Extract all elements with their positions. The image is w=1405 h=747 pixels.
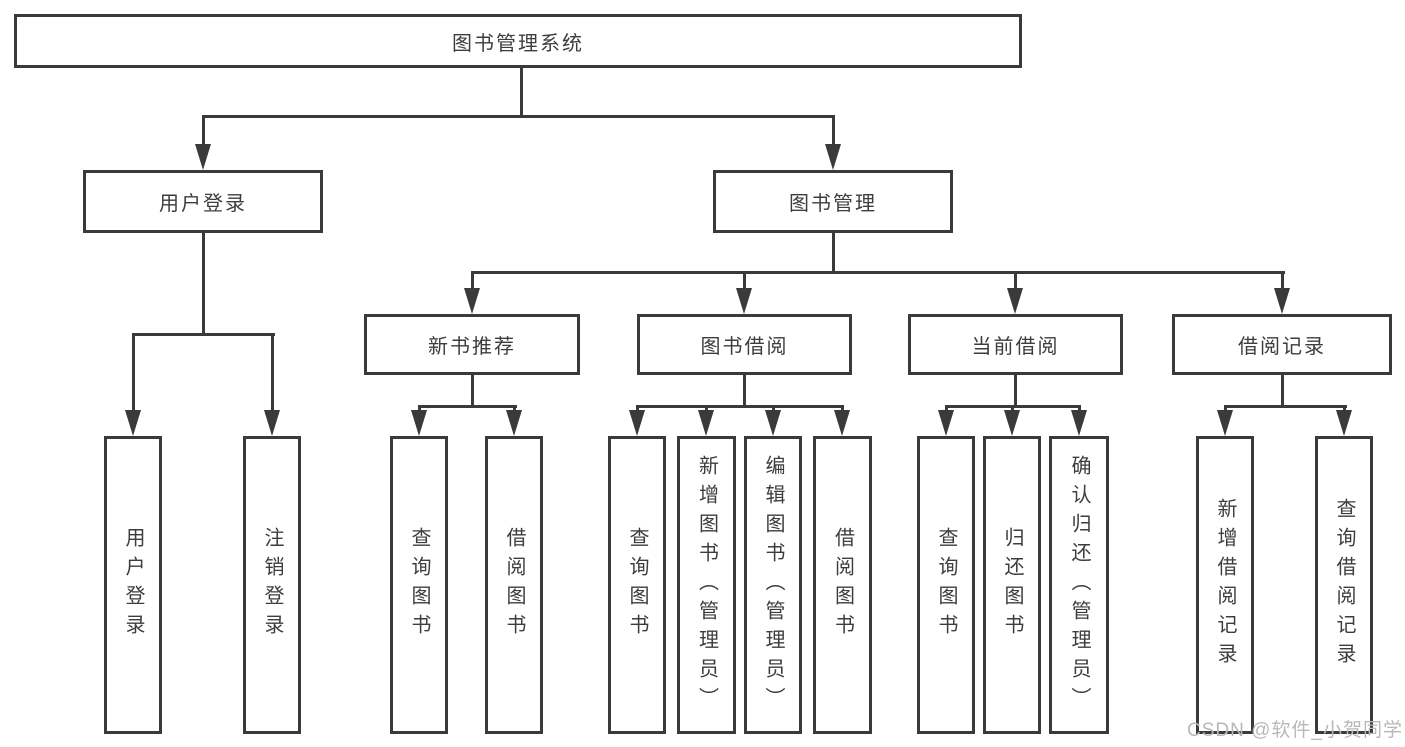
connector-bookmgmt-hline (471, 271, 1285, 274)
arrow-down-icon (264, 410, 280, 436)
leaf-user-login: 用户登录 (104, 436, 162, 734)
connector-stem (1014, 271, 1017, 293)
connector-stem (743, 271, 746, 293)
leaf-query-books-3: 查询图书 (917, 436, 975, 734)
connector-userlogin-hline (132, 333, 275, 336)
leaf-label: 查询图书 (935, 527, 957, 643)
connector-stem (471, 271, 474, 293)
arrow-down-icon (1071, 410, 1087, 436)
node-label: 图书借阅 (700, 336, 789, 358)
node-label: 图书管理 (789, 193, 877, 215)
leaf-add-book-admin: 新增图书（管理员） (677, 436, 736, 734)
connector-stem (832, 115, 835, 149)
node-book-management: 图书管理 (713, 170, 953, 233)
arrow-down-icon (125, 410, 141, 436)
csdn-watermark: CSDN @软件_小贺同学 (1187, 720, 1403, 741)
leaf-label: 用户登录 (122, 527, 144, 643)
arrow-down-icon (629, 410, 645, 436)
connector-records-drop (1281, 373, 1284, 408)
node-label: 新书推荐 (428, 336, 516, 358)
connector-records-hline (1224, 405, 1347, 408)
arrow-down-icon (1336, 410, 1352, 436)
connector-bookmgmt-drop (832, 231, 835, 274)
arrow-down-icon (464, 288, 480, 314)
arrow-down-icon (1274, 288, 1290, 314)
arrow-down-icon (506, 410, 522, 436)
arrow-down-icon (825, 144, 841, 170)
leaf-edit-book-admin: 编辑图书（管理员） (744, 436, 802, 734)
connector-root-hline (202, 115, 835, 118)
node-label: 图书管理系统 (452, 32, 584, 55)
node-book-borrowing: 图书借阅 (637, 314, 852, 375)
arrow-down-icon (411, 410, 427, 436)
node-label: 当前借阅 (971, 336, 1060, 358)
node-borrowing-records: 借阅记录 (1172, 314, 1392, 375)
node-library-management-system: 图书管理系统 (14, 14, 1022, 68)
leaf-label: 查询图书 (408, 527, 430, 643)
connector-root-drop (520, 67, 523, 118)
connector-userlogin-drop (202, 231, 205, 336)
connector-newbook-hline (418, 405, 517, 408)
connector-newbook-drop (471, 373, 474, 408)
node-label: 借阅记录 (1238, 336, 1326, 358)
connector-stem (1281, 271, 1284, 293)
arrow-down-icon (765, 410, 781, 436)
leaf-query-borrow-record: 查询借阅记录 (1315, 436, 1373, 734)
leaf-borrow-books: 借阅图书 (485, 436, 543, 734)
leaf-label: 借阅图书 (503, 527, 525, 643)
leaf-label: 借阅图书 (831, 527, 854, 643)
arrow-down-icon (736, 288, 752, 314)
leaf-return-book: 归还图书 (983, 436, 1041, 734)
leaf-label: 查询图书 (626, 527, 648, 643)
leaf-confirm-return-admin: 确认归还（管理员） (1049, 436, 1109, 734)
arrow-down-icon (195, 144, 211, 170)
leaf-label: 编辑图书（管理员） (762, 454, 784, 716)
connector-stem (202, 115, 205, 149)
leaf-label: 注销登录 (261, 527, 283, 643)
node-label: 用户登录 (159, 193, 247, 215)
leaf-label: 归还图书 (1001, 527, 1023, 643)
arrow-down-icon (938, 410, 954, 436)
node-new-book-recommend: 新书推荐 (364, 314, 580, 375)
node-user-login: 用户登录 (83, 170, 323, 233)
leaf-label: 新增图书（管理员） (695, 454, 718, 716)
arrow-down-icon (1007, 288, 1023, 314)
connector-stem (271, 333, 274, 413)
connector-bookborrow-hline (636, 405, 844, 408)
arrow-down-icon (1217, 410, 1233, 436)
connector-stem (132, 333, 135, 413)
leaf-borrow-books-2: 借阅图书 (813, 436, 872, 734)
leaf-query-books: 查询图书 (390, 436, 448, 734)
leaf-add-borrow-record: 新增借阅记录 (1196, 436, 1254, 734)
leaf-query-books-2: 查询图书 (608, 436, 666, 734)
arrow-down-icon (834, 410, 850, 436)
connector-bookborrow-drop (743, 373, 746, 408)
arrow-down-icon (1004, 410, 1020, 436)
leaf-label: 查询借阅记录 (1333, 498, 1355, 672)
arrow-down-icon (698, 410, 714, 436)
leaf-label: 新增借阅记录 (1214, 498, 1236, 672)
connector-currentborrow-drop (1014, 373, 1017, 408)
leaf-logout: 注销登录 (243, 436, 301, 734)
node-current-borrowing: 当前借阅 (908, 314, 1123, 375)
leaf-label: 确认归还（管理员） (1068, 454, 1090, 716)
